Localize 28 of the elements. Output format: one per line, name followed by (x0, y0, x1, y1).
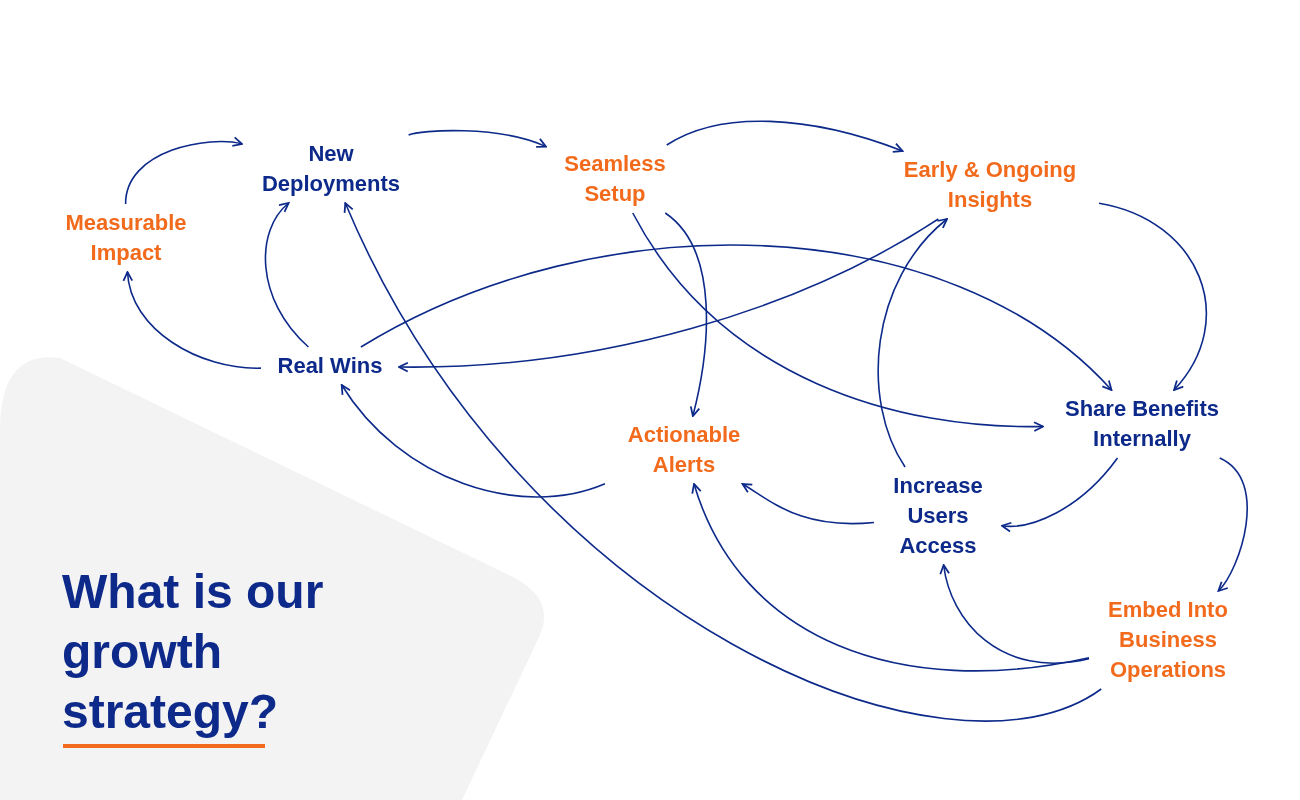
title: What is our growth strategy? (62, 564, 325, 740)
arrow (1098, 202, 1208, 391)
node-label: Real Wins (277, 352, 383, 380)
arrow (340, 384, 606, 498)
node-label: Early & Ongoing Insights (902, 156, 1078, 214)
node-label: Measurable Impact (64, 209, 188, 267)
arrow (877, 218, 948, 468)
arrow (1217, 457, 1248, 592)
arrow (264, 202, 310, 348)
node-label: New Deployments (260, 140, 402, 198)
node-label: Embed Into Business Operations (1107, 596, 1229, 684)
arrow (124, 137, 243, 205)
arrow (664, 212, 708, 417)
node-label: Actionable Alerts (626, 421, 742, 479)
arrow (407, 129, 547, 149)
arrow (692, 483, 1090, 672)
arrow (398, 218, 940, 373)
arrow (665, 120, 904, 153)
arrow (123, 271, 262, 369)
arrow (631, 212, 1044, 432)
node-label: Increase Users Access (892, 472, 984, 560)
arrow (344, 202, 1103, 722)
arrow (360, 245, 1113, 391)
arrow (940, 564, 1090, 664)
node-label: Seamless Setup (563, 150, 667, 208)
arrow (741, 483, 875, 525)
node-label: Share Benefits Internally (1063, 395, 1221, 453)
arrow (1001, 457, 1119, 532)
